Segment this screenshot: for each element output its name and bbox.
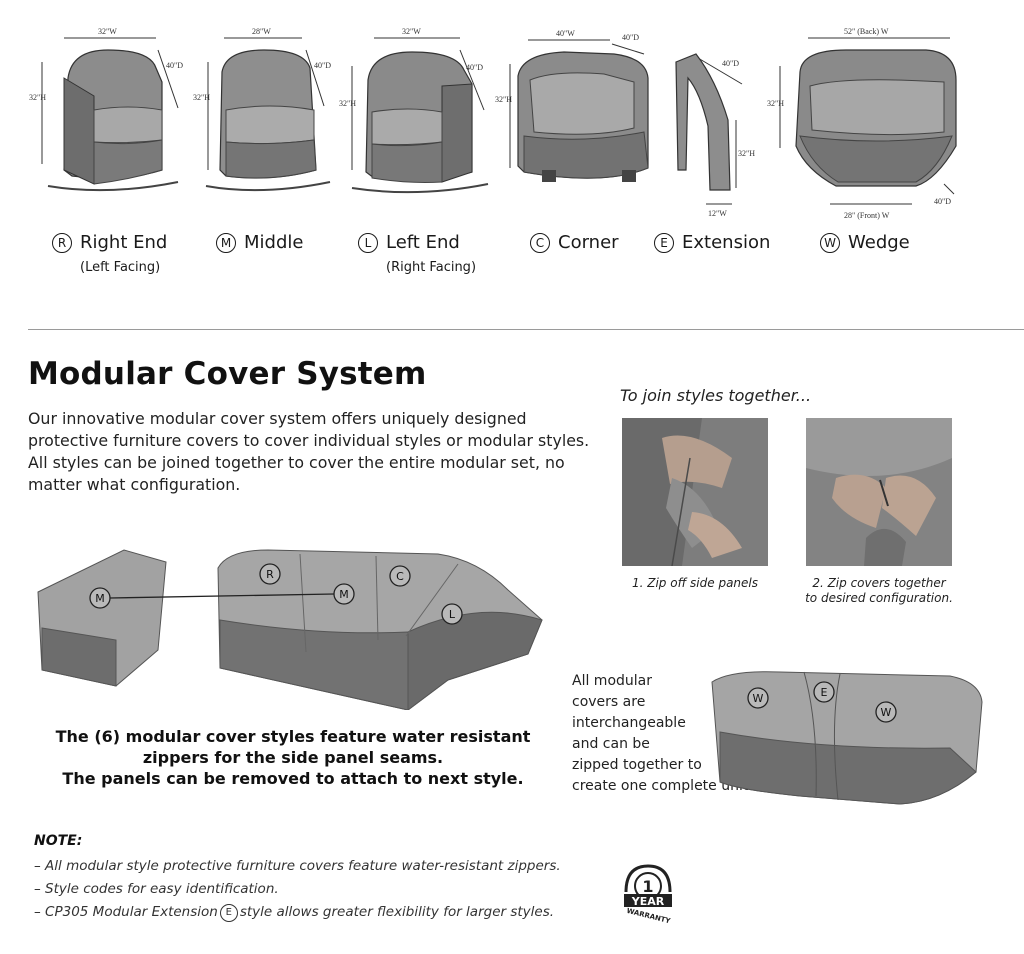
svg-text:32"W: 32"W (402, 27, 421, 36)
svg-text:40"D: 40"D (314, 61, 331, 70)
photo-zip-off-panels (622, 418, 768, 566)
style-sub-left-end: (Right Facing) (386, 260, 477, 275)
svg-text:52" (Back) W: 52" (Back) W (844, 27, 889, 36)
svg-text:40"D: 40"D (622, 33, 639, 42)
svg-text:32"H: 32"H (495, 95, 512, 104)
interchange-badge-w2: W (875, 701, 897, 723)
svg-text:1: 1 (642, 877, 653, 896)
svg-text:32"H: 32"H (29, 93, 46, 102)
style-illustration-middle: 28"W 40"D 32"H (192, 20, 342, 200)
style-name: Extension (682, 232, 771, 253)
svg-text:YEAR: YEAR (631, 895, 665, 908)
style-label-extension: E Extension (654, 232, 770, 253)
interchangeable-covers-illustration: W E W (711, 671, 983, 805)
style-name: Right End (80, 232, 168, 253)
assembly-description: The (6) modular cover styles feature wat… (55, 727, 531, 788)
style-label-right-end: R Right End (52, 232, 167, 253)
assembly-badge-m1: M (89, 587, 111, 609)
note-item: – CP305 Modular Extension E style allows… (34, 903, 555, 922)
photo-zip-together (806, 418, 952, 566)
one-year-warranty-icon: 1 YEAR WARRANTY (624, 864, 672, 926)
svg-text:40"D: 40"D (166, 61, 183, 70)
svg-text:40"W: 40"W (556, 29, 575, 38)
assembly-badge-r: R (259, 563, 281, 585)
style-code-badge: C (530, 232, 550, 253)
style-sub-right-end: (Left Facing) (80, 260, 161, 275)
svg-text:28" (Front) W: 28" (Front) W (844, 211, 890, 220)
svg-text:32"W: 32"W (98, 27, 117, 36)
svg-text:28"W: 28"W (252, 27, 271, 36)
svg-text:32"H: 32"H (193, 93, 210, 102)
svg-text:32"H: 32"H (339, 99, 356, 108)
svg-text:M: M (95, 592, 105, 605)
style-name: Corner (558, 232, 619, 253)
note-item: – All modular style protective furniture… (34, 858, 561, 874)
svg-text:W: W (881, 706, 892, 719)
style-illustration-corner: 40"W 40"D 32"H (494, 20, 664, 200)
style-code-badge: E (654, 232, 674, 253)
svg-text:40"D: 40"D (934, 197, 951, 206)
section-divider (28, 329, 1024, 330)
interchange-description: All modular covers are interchangeable a… (572, 673, 753, 794)
note-list: – All modular style protective furniture… (34, 855, 614, 924)
interchange-badge-e: E (813, 681, 835, 703)
style-name: Wedge (848, 232, 910, 253)
svg-text:WARRANTY: WARRANTY (626, 907, 672, 926)
style-name: Middle (244, 232, 304, 253)
section-intro: Our innovative modular cover system offe… (28, 409, 590, 494)
style-label-left-end: L Left End (358, 232, 460, 253)
note-item: – Style codes for easy identification. (34, 881, 279, 897)
svg-text:L: L (449, 608, 456, 621)
note-title: NOTE: (34, 833, 83, 849)
style-label-wedge: W Wedge (820, 232, 910, 253)
assembly-badge-l: L (441, 603, 463, 625)
style-illustration-left-end: 32"W 40"D 32"H (338, 20, 498, 200)
interchange-badge-w1: W (747, 687, 769, 709)
svg-text:32"H: 32"H (767, 99, 784, 108)
step2-caption: 2. Zip covers together to desired config… (805, 576, 953, 605)
svg-text:W: W (753, 692, 764, 705)
section-title: Modular Cover System (28, 356, 427, 392)
style-illustration-wedge: 52" (Back) W 32"H 40"D 28" (Front) W (766, 20, 966, 226)
assembled-covers-illustration: M R M C L (37, 549, 543, 710)
step1-caption: 1. Zip off side panels (631, 576, 758, 590)
svg-text:E: E (821, 686, 828, 699)
style-label-middle: M Middle (216, 232, 303, 253)
svg-text:40"D: 40"D (466, 63, 483, 72)
style-code-badge: R (52, 232, 72, 253)
style-illustration-right-end: 32"W 40"D 32"H (28, 20, 200, 200)
extension-code-badge: E (219, 903, 238, 922)
svg-text:R: R (266, 568, 274, 581)
assembly-badge-c: C (389, 565, 411, 587)
style-label-corner: C Corner (530, 232, 619, 253)
style-code-badge: L (358, 232, 378, 253)
svg-text:40"D: 40"D (722, 59, 739, 68)
svg-text:12"W: 12"W (708, 209, 727, 218)
style-illustration-extension: 40"D 32"H 12"W (666, 20, 766, 220)
style-code-badge: W (820, 232, 840, 253)
svg-text:C: C (396, 570, 404, 583)
svg-text:M: M (339, 588, 349, 601)
join-title: To join styles together... (620, 386, 812, 405)
assembly-badge-m2: M (333, 583, 355, 605)
style-code-badge: M (216, 232, 236, 253)
svg-text:32"H: 32"H (738, 149, 755, 158)
style-name: Left End (386, 232, 460, 253)
